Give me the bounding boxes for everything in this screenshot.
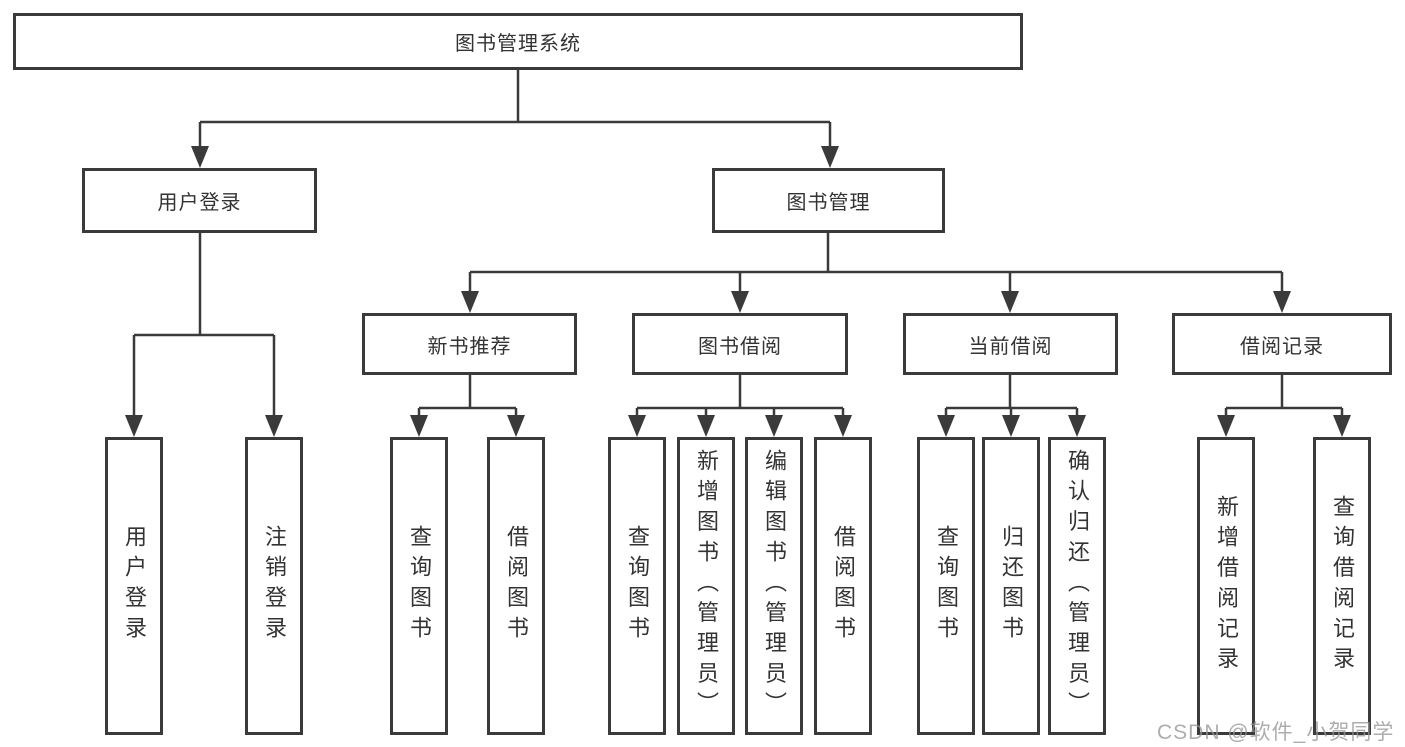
node-add-borrow-record: 新增借阅记录 — [1197, 437, 1255, 735]
node-label: 图书管理系统 — [455, 33, 581, 55]
node-label: 查询图书 — [934, 525, 959, 647]
connector-root-trunk — [198, 70, 832, 158]
connector-new-book-trunk — [417, 375, 518, 427]
node-query-books-current: 查询图书 — [917, 437, 975, 735]
node-borrow-records: 借阅记录 — [1172, 313, 1392, 375]
connector-book-management-trunk — [468, 233, 1284, 303]
node-label: 查询图书 — [625, 525, 650, 647]
node-label: 新书推荐 — [427, 335, 512, 358]
node-book-borrow: 图书借阅 — [632, 313, 848, 375]
node-logout: 注销登录 — [245, 437, 303, 735]
node-label: 新增借阅记录 — [1214, 494, 1239, 678]
node-user-login: 用户登录 — [82, 168, 317, 233]
connector-borrow-records-trunk — [1224, 375, 1344, 427]
node-user-login-leaf: 用户登录 — [105, 437, 163, 735]
node-confirm-return-admin: 确认归还（管理员） — [1048, 437, 1106, 735]
node-label: 编辑图书（管理员） — [762, 449, 787, 723]
connector-user-login-trunk — [132, 233, 276, 427]
connector-book-borrow-trunk — [635, 375, 845, 427]
node-label: 用户登录 — [157, 192, 242, 214]
node-label: 图书借阅 — [698, 335, 782, 358]
node-label: 用户登录 — [122, 525, 147, 647]
arrowheads — [125, 146, 1351, 437]
node-current-borrow: 当前借阅 — [903, 313, 1118, 375]
node-label: 确认归还（管理员） — [1065, 449, 1090, 723]
node-borrow-books-leaf: 借阅图书 — [814, 437, 872, 735]
node-new-book-recommend: 新书推荐 — [362, 313, 577, 375]
node-borrow-books-recommend: 借阅图书 — [487, 437, 545, 735]
node-label: 归还图书 — [999, 525, 1024, 647]
node-query-borrow-record: 查询借阅记录 — [1313, 437, 1371, 735]
node-label: 注销登录 — [262, 525, 287, 647]
node-label: 借阅图书 — [504, 525, 529, 647]
node-query-books-borrow: 查询图书 — [608, 437, 666, 735]
node-label: 查询图书 — [407, 525, 432, 647]
node-label: 图书管理 — [786, 192, 871, 214]
node-label: 新增图书（管理员） — [694, 449, 719, 723]
node-library-management-system: 图书管理系统 — [13, 13, 1023, 70]
node-query-books-recommend: 查询图书 — [390, 437, 448, 735]
node-edit-books-admin: 编辑图书（管理员） — [745, 437, 803, 735]
node-return-books: 归还图书 — [982, 437, 1040, 735]
node-label: 借阅图书 — [831, 525, 856, 647]
csdn-watermark: CSDN @软件_小贺同学 — [1157, 721, 1395, 744]
node-book-management: 图书管理 — [712, 168, 945, 233]
node-label: 查询借阅记录 — [1330, 494, 1355, 678]
node-label: 当前借阅 — [968, 335, 1053, 358]
node-label: 借阅记录 — [1240, 335, 1324, 358]
node-add-books-admin: 新增图书（管理员） — [677, 437, 735, 735]
